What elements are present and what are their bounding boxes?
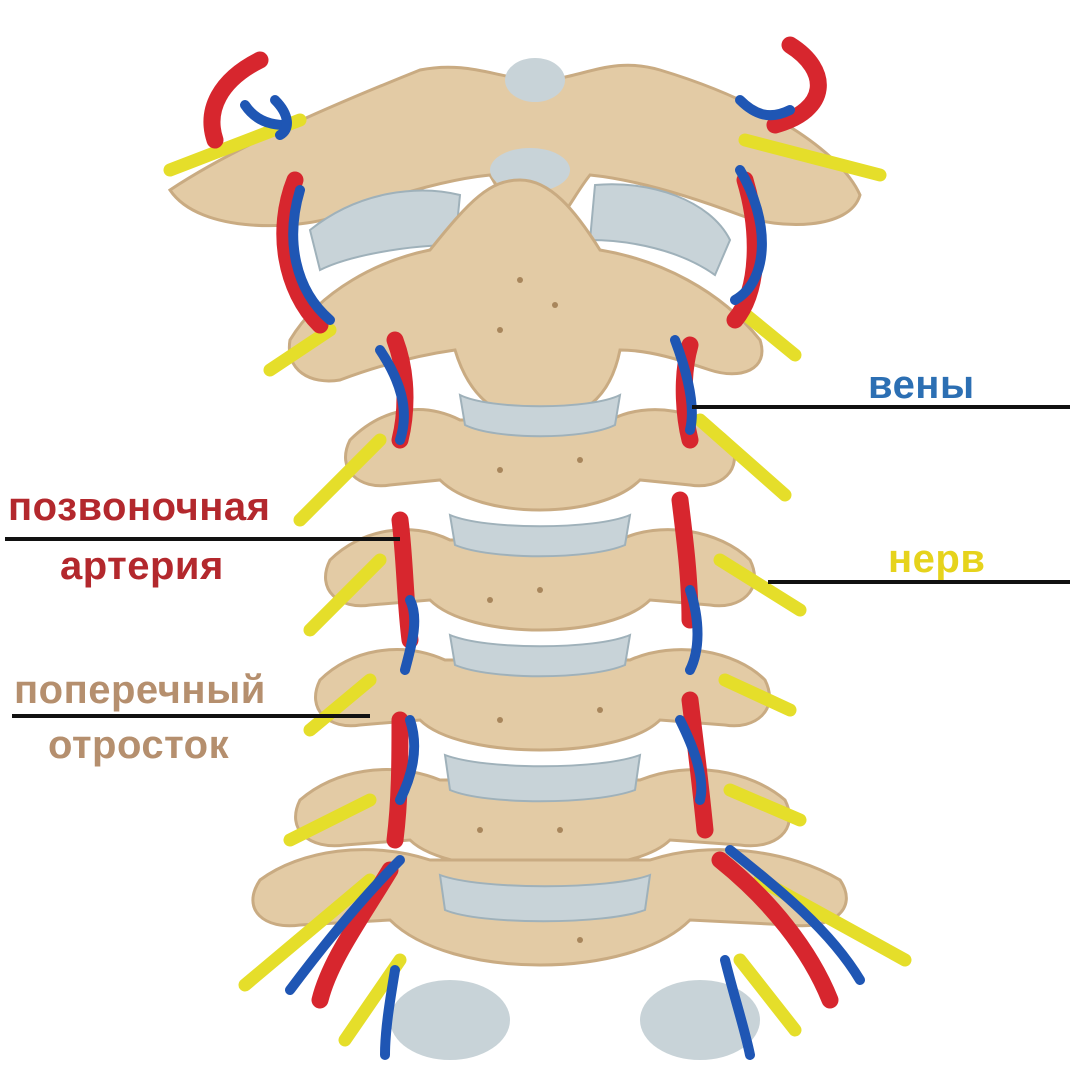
veins-label: вены [868,363,975,407]
veins [240,95,865,1060]
artery-label-line2: артерия [60,544,224,588]
transverse-process-leader-line [12,714,370,718]
bone-foramina [477,277,603,943]
artery-leader-line [5,537,400,541]
transverse-process-label-line1: поперечный [14,668,266,712]
nerve-label: нерв [888,537,986,581]
transverse-process-label-line2: отросток [48,723,230,767]
artery-label-line1: позвоночная [8,485,271,529]
veins-leader-line [692,405,1070,409]
lower-discs-back [390,980,760,1060]
nerve-leader-line [768,580,1070,584]
axis-vertebra [287,178,764,422]
intervertebral-discs [438,393,652,923]
atlas-joint-discs [308,183,732,277]
atlas-vertebra [167,58,862,232]
